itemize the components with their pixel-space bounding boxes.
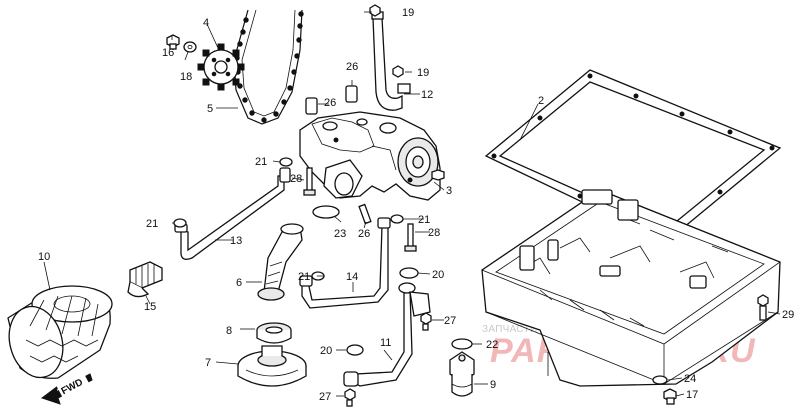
callout-11: 11 — [380, 337, 391, 349]
callout-21-c: 21 — [418, 214, 430, 226]
oil-pipe-11 — [343, 282, 431, 387]
callouts: 4 16 18 5 19 19 12 26 26 2 3 21 28 21 13… — [38, 7, 794, 403]
fwd-label: FWD — [60, 377, 85, 397]
callout-18: 18 — [180, 71, 192, 83]
dowel-pin — [358, 203, 372, 225]
callout-26-left: 26 — [324, 97, 336, 109]
callout-24: 24 — [684, 373, 696, 385]
callout-8: 8 — [226, 325, 232, 337]
dowel-pin — [305, 97, 318, 115]
drain-bolt — [663, 388, 677, 405]
oil-pan — [481, 189, 781, 387]
callout-27-a: 27 — [444, 315, 456, 327]
callout-10: 10 — [38, 251, 50, 263]
callout-22: 22 — [486, 339, 498, 351]
callout-21-a: 21 — [255, 156, 267, 168]
dowel-pin — [345, 85, 358, 103]
callout-5: 5 — [207, 103, 213, 115]
callout-4: 4 — [203, 17, 209, 29]
oil-pump-assembly — [299, 111, 445, 201]
callout-26-top: 26 — [346, 61, 358, 73]
callout-20-a: 20 — [432, 269, 444, 281]
filter-gasket — [451, 338, 473, 350]
o-ring — [312, 205, 340, 219]
oil-pipe-upper — [371, 11, 411, 111]
callout-20-b: 20 — [320, 345, 332, 357]
callout-21-d: 21 — [298, 271, 310, 283]
callout-12: 12 — [421, 89, 433, 101]
callout-13: 13 — [230, 235, 242, 247]
oil-pressure-switch — [449, 351, 475, 397]
callout-21-b: 21 — [146, 218, 158, 230]
drain-washer — [652, 375, 668, 385]
callout-2: 2 — [538, 95, 544, 107]
oil-strainer — [237, 345, 307, 387]
callout-27-b: 27 — [319, 391, 331, 403]
sealing-washer — [399, 267, 419, 279]
banjo-bolt — [369, 4, 381, 17]
o-ring-small — [390, 214, 404, 224]
filter-stud — [127, 261, 163, 298]
oil-pan-bolt — [757, 294, 769, 321]
pump-bolt — [404, 223, 417, 252]
callout-28-b: 28 — [428, 227, 440, 239]
o-ring-small — [279, 157, 293, 167]
callout-7: 7 — [205, 357, 211, 369]
callout-9: 9 — [490, 379, 496, 391]
oil-pipe-14 — [299, 217, 391, 309]
leader-lines — [43, 11, 781, 397]
oil-pump-sprocket — [197, 43, 245, 91]
callout-29: 29 — [782, 309, 794, 321]
callout-3: 3 — [446, 185, 452, 197]
callout-19-top: 19 — [402, 7, 414, 19]
callout-15: 15 — [144, 301, 156, 313]
pump-bolt — [303, 167, 316, 196]
callout-14: 14 — [346, 271, 358, 283]
callout-23: 23 — [334, 228, 346, 240]
oil-pan-gasket — [484, 69, 782, 243]
sprocket-washer — [183, 41, 197, 53]
callout-16: 16 — [162, 47, 174, 59]
callout-28-a: 28 — [290, 173, 302, 185]
callout-6: 6 — [236, 277, 242, 289]
oil-filter — [7, 285, 113, 379]
sealing-washer — [346, 344, 364, 356]
o-ring-small — [173, 218, 187, 228]
callout-17: 17 — [686, 389, 698, 401]
strainer-pipe — [257, 223, 304, 301]
callout-26-c: 26 — [358, 228, 370, 240]
pipe-bolt — [420, 312, 432, 331]
banjo-bolt — [392, 65, 404, 78]
callout-19-mid: 19 — [417, 67, 429, 79]
pipe-bolt — [344, 388, 356, 407]
sprocket-bolt — [166, 34, 180, 50]
strainer-seal — [256, 322, 292, 344]
